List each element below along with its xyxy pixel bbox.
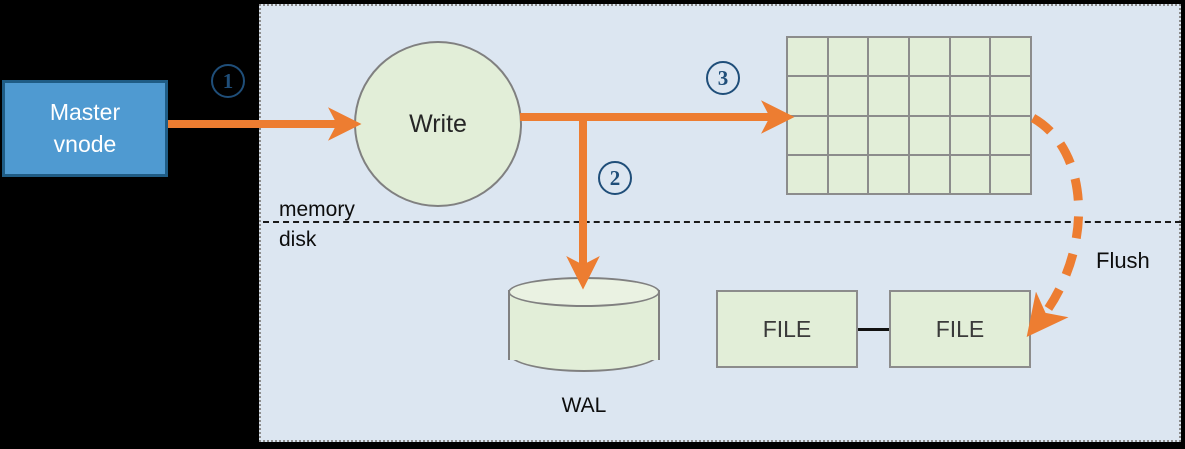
wal-cylinder[interactable] bbox=[508, 277, 660, 373]
memtable-cell bbox=[991, 77, 1030, 115]
memtable-cell bbox=[788, 155, 827, 193]
file-box-1-label: FILE bbox=[762, 315, 812, 342]
memtable-cell bbox=[869, 155, 908, 193]
memory-disk-divider bbox=[263, 221, 1181, 223]
memtable-cell bbox=[828, 38, 868, 76]
master-vnode-box[interactable]: Master vnode bbox=[2, 80, 168, 177]
step-badge-2: 2 bbox=[598, 161, 632, 195]
memtable-cell bbox=[910, 155, 949, 193]
memtable-cell bbox=[828, 116, 868, 154]
memtable-cell bbox=[910, 38, 949, 76]
memtable-cell bbox=[828, 77, 868, 115]
file-box-1[interactable]: FILE bbox=[716, 290, 858, 368]
memtable-cell bbox=[950, 77, 990, 115]
file-connector-line bbox=[858, 328, 889, 331]
memtable-cell bbox=[991, 116, 1030, 154]
memtable-grid bbox=[786, 36, 1032, 195]
flush-label: Flush bbox=[1096, 248, 1150, 273]
memtable-cell bbox=[828, 155, 868, 193]
memtable-cell bbox=[991, 38, 1030, 76]
memtable-cell bbox=[788, 116, 827, 154]
step-badge-3: 3 bbox=[706, 61, 740, 95]
master-vnode-label-line1: Master bbox=[49, 99, 121, 126]
wal-label: WAL bbox=[561, 394, 607, 417]
file-box-2[interactable]: FILE bbox=[889, 290, 1031, 368]
memtable-cell bbox=[950, 116, 990, 154]
memtable-cell bbox=[788, 77, 827, 115]
memtable-cell bbox=[950, 38, 990, 76]
master-vnode-label-line2: vnode bbox=[53, 130, 117, 157]
write-node-circle[interactable]: Write bbox=[354, 41, 522, 207]
memory-tier-label: memory bbox=[279, 198, 355, 221]
memtable-cell bbox=[950, 155, 990, 193]
memtable-cell bbox=[910, 116, 949, 154]
step-badge-1: 1 bbox=[211, 64, 245, 98]
memtable-cell bbox=[869, 38, 908, 76]
memtable-cell bbox=[788, 38, 827, 76]
disk-tier-label: disk bbox=[279, 228, 317, 251]
file-box-2-label: FILE bbox=[935, 315, 985, 342]
memtable-cell bbox=[991, 155, 1030, 193]
wal-cylinder-top bbox=[508, 277, 660, 307]
memtable-cell bbox=[910, 77, 949, 115]
write-node-label: Write bbox=[409, 109, 467, 138]
memtable-cell bbox=[869, 116, 908, 154]
memtable-cell bbox=[869, 77, 908, 115]
